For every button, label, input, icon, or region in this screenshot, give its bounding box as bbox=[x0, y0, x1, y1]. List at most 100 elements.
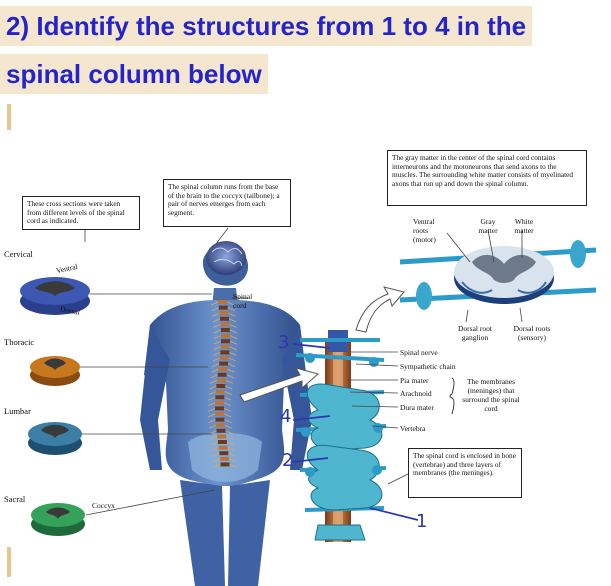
handwritten-number-3: 3 bbox=[278, 332, 290, 353]
spine-segment bbox=[215, 395, 225, 400]
question-line-1: 2) Identify the structures from 1 to 4 i… bbox=[0, 6, 533, 46]
spine-segment bbox=[215, 389, 225, 394]
label-coccyx: Coccyx bbox=[92, 501, 115, 510]
label-dura-mater: Dura mater bbox=[400, 403, 434, 412]
spine-segment bbox=[220, 344, 230, 349]
spine-segment bbox=[219, 311, 229, 316]
spinal-nerve-branch bbox=[210, 436, 234, 440]
label-gray-matter: Gray matter bbox=[478, 217, 498, 235]
spinal-nerve-branch bbox=[212, 357, 236, 362]
spine-segment bbox=[219, 356, 229, 360]
callout-enclosed: The spinal cord is enclosed in bone (ver… bbox=[408, 448, 522, 498]
handwritten-number-4: 4 bbox=[280, 406, 292, 427]
label-meninges-note: The membranes (meninges) that surround t… bbox=[462, 377, 520, 413]
spine-segment bbox=[217, 440, 227, 444]
left-leader-lines bbox=[80, 227, 248, 516]
meninges-brace bbox=[449, 377, 455, 415]
spine-segment bbox=[215, 423, 225, 428]
human-figure bbox=[140, 241, 312, 586]
spinal-nerve-branch bbox=[213, 346, 237, 351]
spinal-nerve-branch bbox=[207, 402, 232, 407]
spine-segment bbox=[216, 428, 226, 433]
spinal-nerve-branch bbox=[210, 374, 234, 379]
arrow-to-detail bbox=[239, 367, 320, 403]
spinal-nerve-branch bbox=[213, 352, 237, 356]
spine-segment bbox=[218, 300, 227, 304]
spine-segment bbox=[215, 417, 225, 422]
spine-segment bbox=[216, 378, 226, 383]
spine-segment bbox=[220, 462, 230, 467]
spinal-nerve-branch bbox=[211, 368, 235, 373]
handwritten-number-2: 2 bbox=[282, 450, 294, 471]
spinal-nerve-branch bbox=[209, 380, 234, 384]
spinal-nerve-branch bbox=[208, 424, 233, 429]
callout-cross-sections: These cross sections were taken from dif… bbox=[22, 196, 140, 230]
spine-segment bbox=[218, 305, 228, 310]
label-spinal-nerve: Spinal nerve bbox=[400, 348, 438, 357]
label-sacral: Sacral bbox=[4, 494, 26, 504]
accent-bar-top bbox=[7, 104, 11, 130]
spine-segment bbox=[219, 456, 229, 461]
spinal-nerve-branch bbox=[212, 312, 236, 317]
callout-spinal-column: The spinal column runs from the base of … bbox=[163, 179, 291, 227]
callout-gray-matter: The gray matter in the center of the spi… bbox=[387, 150, 587, 206]
handwritten-number-1: 1 bbox=[416, 511, 428, 532]
handwritten-marks bbox=[291, 343, 419, 521]
spine-segment bbox=[220, 322, 230, 327]
spinal-nerve-branch bbox=[208, 396, 232, 401]
label-sympathetic-chain: Sympathetic chain bbox=[400, 362, 456, 371]
label-vertebra: Vertebra bbox=[400, 424, 426, 433]
spinal-nerve-branch bbox=[208, 391, 232, 395]
spinal-nerve-branch bbox=[207, 408, 232, 412]
spinal-nerve-branch bbox=[211, 447, 235, 451]
label-arachnoid: Arachnoid bbox=[400, 389, 432, 398]
spinal-nerve-branch bbox=[213, 329, 238, 334]
right-leader-lines bbox=[348, 229, 523, 485]
spinal-nerve-branch bbox=[208, 419, 232, 423]
spine-segment bbox=[220, 339, 230, 344]
label-white-matter: White matter bbox=[514, 217, 534, 235]
label-cervical: Cervical bbox=[4, 249, 33, 259]
spinal-nerve-branch bbox=[213, 464, 237, 468]
spine-segment bbox=[218, 367, 228, 372]
spinal-nerve-branch bbox=[207, 413, 232, 418]
label-pia-mater: Pia mater bbox=[400, 376, 429, 385]
spinal-nerve-branch bbox=[211, 307, 235, 311]
spine-segment bbox=[220, 316, 230, 321]
cross-section-thoracic bbox=[30, 356, 80, 386]
label-dorsal-root-ganglion: Dorsal root ganglion bbox=[458, 324, 492, 342]
accent-bar-bottom bbox=[7, 547, 11, 577]
spine-segment bbox=[219, 451, 229, 456]
spine-segment bbox=[220, 328, 230, 332]
question-line-2: spinal column below bbox=[0, 54, 268, 94]
spine-segment bbox=[215, 412, 225, 416]
cross-section-lumbar bbox=[28, 422, 82, 455]
spinal-nerve-branch bbox=[211, 363, 236, 367]
label-lumbar: Lumbar bbox=[4, 406, 31, 416]
spine-segment bbox=[219, 361, 229, 366]
spine-segment bbox=[220, 350, 230, 355]
spinal-nerve-branch bbox=[213, 340, 238, 345]
spinal-nerve-branch bbox=[212, 458, 237, 463]
spinal-nerve-branch bbox=[213, 335, 238, 339]
spinal-cord-cross-section-detail bbox=[399, 240, 597, 310]
spine-segment bbox=[217, 372, 227, 377]
spinal-nerve-branch bbox=[210, 441, 235, 446]
spine-segment bbox=[218, 445, 228, 450]
spine-segment bbox=[215, 400, 225, 405]
spinal-nerve-branch bbox=[213, 324, 237, 328]
cross-section-cervical bbox=[20, 277, 90, 315]
label-thoracic: Thoracic bbox=[4, 337, 35, 347]
label-ventral-roots: Ventral roots (motor) bbox=[413, 217, 436, 244]
spinal-nerve-branch bbox=[209, 385, 233, 390]
spine-segment bbox=[216, 384, 226, 388]
spine-segment bbox=[217, 434, 227, 439]
spine-segment bbox=[220, 333, 230, 338]
label-spinal-cord: Spinal cord bbox=[233, 292, 253, 310]
spine-segment bbox=[215, 406, 225, 411]
spine-column bbox=[207, 300, 238, 468]
arrow-to-section bbox=[355, 286, 405, 333]
spinal-cord-detail bbox=[295, 330, 387, 542]
spinal-nerve-branch bbox=[209, 430, 233, 435]
